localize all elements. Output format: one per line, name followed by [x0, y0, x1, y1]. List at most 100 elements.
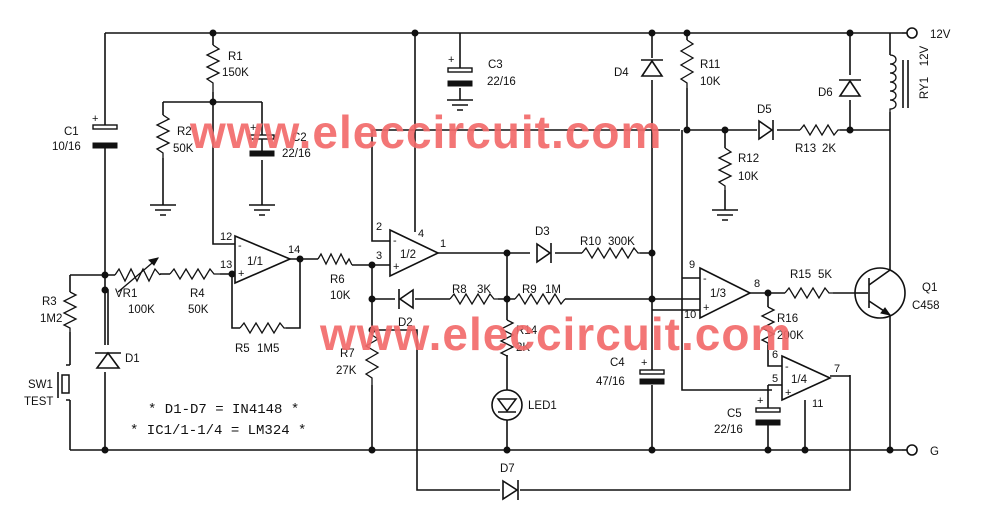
svg-text:R9: R9 — [522, 284, 537, 296]
opamp-ic2: - + 1/2 2 3 1 4 — [376, 221, 446, 278]
svg-text:10K: 10K — [700, 76, 721, 88]
svg-text:R13: R13 — [795, 143, 816, 155]
svg-text:47/16: 47/16 — [596, 376, 625, 388]
opamp-ic1: - + 1/1 12 13 14 — [220, 231, 300, 285]
svg-text:1M5: 1M5 — [257, 343, 279, 355]
svg-text:5K: 5K — [818, 269, 832, 281]
svg-text:2K: 2K — [822, 143, 836, 155]
svg-text:5: 5 — [772, 373, 778, 385]
resistor-r15: R15 5K — [784, 269, 833, 300]
resistor-r10: R10 300K — [580, 236, 640, 260]
resistor-r6: R6 10K — [317, 252, 353, 302]
svg-text:150K: 150K — [222, 67, 249, 79]
label-12v: 12V — [930, 29, 951, 41]
svg-text:VR1: VR1 — [115, 288, 137, 300]
capacitor-c4: + C4 47/16 — [596, 357, 665, 388]
ground-symbols — [150, 99, 738, 221]
diode-d3: D3 — [535, 226, 552, 264]
resistor-r13: R13 2K — [795, 123, 840, 155]
svg-text:-: - — [703, 273, 707, 285]
opamp-ic4: - + 1/4 6 5 7 11 — [772, 349, 840, 410]
svg-text:D7: D7 — [500, 463, 515, 475]
svg-text:4: 4 — [418, 228, 424, 240]
svg-text:10/16: 10/16 — [52, 141, 81, 153]
resistor-r16: R16 200K — [760, 306, 804, 345]
svg-text:1/1: 1/1 — [247, 256, 263, 268]
svg-text:3: 3 — [376, 250, 382, 262]
svg-text:13: 13 — [220, 259, 232, 271]
svg-text:1/3: 1/3 — [710, 288, 726, 300]
note-ics: * IC1/1-1/4 = LM324 * — [130, 423, 306, 439]
svg-text:R5: R5 — [235, 343, 250, 355]
svg-text:LED1: LED1 — [528, 400, 557, 412]
svg-text:10K: 10K — [738, 171, 759, 183]
svg-text:R12: R12 — [738, 153, 759, 165]
svg-text:R8: R8 — [452, 284, 467, 296]
svg-text:12: 12 — [220, 231, 232, 243]
svg-text:1: 1 — [440, 238, 446, 250]
svg-text:D3: D3 — [535, 226, 550, 238]
resistor-r8: R8 3K — [449, 284, 498, 306]
svg-text:R15: R15 — [790, 269, 811, 281]
resistor-r5: R5 1M5 — [235, 321, 286, 355]
svg-text:R6: R6 — [330, 274, 345, 286]
diode-d7: D7 — [500, 463, 519, 501]
svg-text:RY1: RY1 — [919, 77, 931, 99]
svg-text:+: + — [757, 395, 763, 407]
svg-text:D5: D5 — [757, 104, 772, 116]
svg-text:2K: 2K — [516, 342, 530, 354]
diode-d1: D1 — [95, 351, 140, 369]
svg-text:11: 11 — [812, 398, 823, 410]
svg-text:-: - — [393, 235, 397, 247]
svg-text:D2: D2 — [398, 317, 413, 329]
resistor-r9: R9 1M — [514, 284, 566, 306]
svg-text:50K: 50K — [188, 304, 209, 316]
watermark-top: www.eleccircuit.com — [189, 106, 662, 158]
switch-sw1: SW1 TEST — [24, 364, 70, 408]
note-diodes: * D1-D7 = IN4148 * — [148, 402, 299, 418]
svg-text:7: 7 — [834, 363, 840, 375]
relay-ry1: RY1 12V — [889, 45, 931, 112]
opamp-ic3: - + 1/3 9 10 8 — [684, 259, 760, 321]
svg-text:Q1: Q1 — [922, 282, 937, 294]
svg-text:10: 10 — [684, 309, 696, 321]
watermark-bottom: www.eleccircuit.com — [319, 308, 792, 360]
svg-text:C4: C4 — [610, 357, 625, 369]
svg-text:C1: C1 — [64, 126, 79, 138]
svg-text:1M: 1M — [545, 284, 561, 296]
led-1: LED1 — [491, 389, 557, 421]
svg-text:C2: C2 — [292, 132, 307, 144]
svg-text:R10: R10 — [580, 236, 601, 248]
svg-text:+: + — [641, 357, 647, 369]
svg-text:+: + — [785, 387, 791, 399]
svg-text:C3: C3 — [488, 59, 503, 71]
diode-d4: D4 — [614, 59, 664, 79]
svg-text:1/4: 1/4 — [791, 374, 808, 386]
diode-d6: D6 — [818, 79, 862, 99]
svg-text:14: 14 — [288, 244, 300, 256]
svg-text:C458: C458 — [912, 300, 940, 312]
svg-text:D6: D6 — [818, 87, 833, 99]
transistor-q1: Q1 C458 — [854, 267, 940, 319]
svg-text:R7: R7 — [340, 348, 355, 360]
resistor-r4: R4 50K — [169, 267, 220, 316]
svg-text:R2: R2 — [177, 126, 192, 138]
diode-d2: D2 — [398, 288, 414, 329]
svg-text:-: - — [238, 240, 242, 252]
svg-text:27K: 27K — [336, 365, 357, 377]
svg-text:R11: R11 — [700, 59, 720, 71]
svg-text:100K: 100K — [128, 304, 155, 316]
svg-text:10K: 10K — [330, 290, 351, 302]
resistor-r11: R11 10K — [679, 39, 721, 88]
capacitor-c1: + C1 10/16 — [52, 113, 118, 153]
resistor-r12: R12 10K — [717, 147, 759, 190]
svg-text:+: + — [703, 302, 709, 314]
junctions — [101, 29, 894, 454]
resistor-r1: R1 150K — [205, 44, 249, 92]
svg-text:200K: 200K — [777, 330, 804, 342]
svg-text:6: 6 — [772, 349, 778, 361]
svg-text:+: + — [92, 113, 98, 125]
svg-text:+: + — [250, 122, 256, 134]
resistor-r14: R14 2K — [499, 319, 538, 358]
